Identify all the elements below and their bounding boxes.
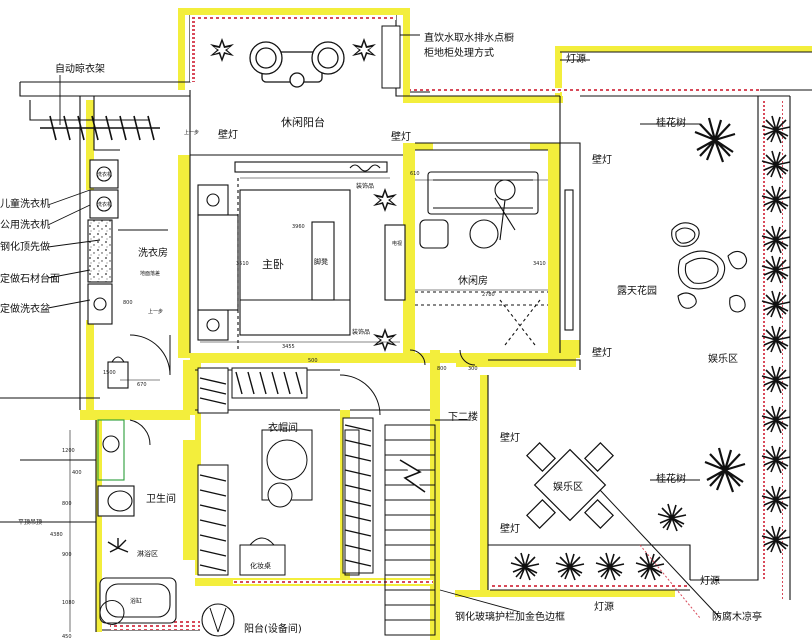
hanger-marks bbox=[199, 371, 372, 572]
label-downstairs: 下二楼 bbox=[448, 410, 478, 423]
callout-wall-lamp-1: 壁灯 bbox=[218, 128, 238, 141]
dim-500: 500 bbox=[308, 358, 318, 364]
label-decor-2: 装饰品 bbox=[352, 328, 370, 336]
outlines bbox=[19, 15, 812, 632]
callout-public-washer: 公用洗衣机 bbox=[0, 218, 50, 231]
wardrobes bbox=[197, 367, 374, 576]
label-lounge-balcony: 休闲阳台 bbox=[281, 115, 325, 129]
balcony-furniture bbox=[249, 41, 345, 88]
garden-rocks bbox=[671, 222, 748, 313]
dim-1200: 1200 bbox=[62, 448, 75, 454]
label-tub: 浴缸 bbox=[130, 597, 142, 605]
dim-1080: 1080 bbox=[62, 600, 75, 606]
dim-670: 670 bbox=[137, 382, 147, 388]
label-tv: 电视 bbox=[392, 240, 402, 247]
dim-3455: 3455 bbox=[282, 344, 295, 350]
dim-800b: 800 bbox=[62, 501, 72, 507]
callout-glass-rail: 钢化玻璃护栏加金色边框 bbox=[455, 610, 565, 623]
dim-400: 400 bbox=[72, 470, 82, 476]
label-decor: 装饰品 bbox=[356, 182, 374, 190]
label-stool: 脚凳 bbox=[314, 257, 328, 266]
staircase bbox=[384, 419, 470, 636]
callout-kids-washer: 儿童洗衣机 bbox=[0, 197, 50, 210]
callout-pavilion: 防腐木凉亭 bbox=[712, 610, 762, 623]
callout-wash-basin: 定做洗衣盆 bbox=[0, 302, 50, 315]
callout-light-top: 灯源 bbox=[566, 52, 586, 65]
plant-icon bbox=[352, 38, 376, 62]
leader-line bbox=[599, 489, 721, 619]
callout-light-bottom-1: 灯源 bbox=[700, 574, 720, 587]
shower-icon bbox=[107, 538, 129, 553]
label-laundry-room: 洗衣房 bbox=[138, 246, 168, 259]
dim-2780: 2780 bbox=[482, 292, 495, 298]
callout-osmanthus-bottom: 桂花树 bbox=[656, 472, 686, 485]
label-master-bedroom: 主卧 bbox=[262, 258, 284, 271]
callout-osmanthus-top: 桂花树 bbox=[656, 116, 686, 129]
label-cloakroom: 衣帽间 bbox=[268, 421, 298, 434]
dim-900: 900 bbox=[62, 552, 72, 558]
callout-water-note-2: 柜地柜处理方式 bbox=[424, 46, 494, 59]
label-washer-2: 洗衣机 bbox=[97, 201, 112, 208]
dim-800: 800 bbox=[437, 366, 447, 372]
dim-3410: 3410 bbox=[533, 261, 546, 267]
water-cabinet bbox=[381, 25, 401, 89]
dimension-lines bbox=[69, 177, 548, 632]
osmanthus-tree-icon bbox=[704, 447, 746, 493]
label-bathroom: 卫生间 bbox=[146, 492, 176, 505]
master-bedroom-furniture bbox=[197, 161, 406, 350]
callout-up-mark-1: 上一步 bbox=[184, 129, 199, 136]
lounge-furniture bbox=[415, 171, 574, 346]
equipment-circle bbox=[201, 603, 235, 637]
plant-icon bbox=[373, 328, 397, 352]
label-lounge-room: 休闲房 bbox=[458, 274, 488, 287]
callout-water-note-1: 直饮水取水排水点橱 bbox=[424, 31, 514, 44]
laundry-furniture bbox=[87, 159, 168, 325]
dim-4380: 4380 bbox=[50, 532, 63, 538]
label-entertainment-zone: 娱乐区 bbox=[708, 352, 738, 365]
entertainment-table bbox=[526, 442, 614, 529]
light-strips bbox=[110, 15, 786, 630]
label-washer: 洗衣机 bbox=[97, 171, 112, 178]
bathroom-fixtures bbox=[97, 356, 177, 624]
leader-lines bbox=[0, 59, 700, 613]
dim-610: 610 bbox=[410, 171, 420, 177]
callout-floor-drain: 地面落差 bbox=[140, 270, 160, 277]
doors bbox=[129, 334, 476, 446]
callout-stone-counter: 定做石材台面 bbox=[0, 272, 60, 285]
dim-3960: 3960 bbox=[292, 224, 305, 230]
callout-flat-ceiling: 平顶吊顶 bbox=[18, 519, 42, 526]
callout-light-bottom-2: 灯源 bbox=[594, 600, 614, 613]
drying-rack-icon bbox=[40, 115, 160, 141]
osmanthus-tree-icon bbox=[694, 117, 736, 163]
label-dresser: 化妆桌 bbox=[250, 561, 271, 570]
label-open-garden: 露天花园 bbox=[617, 284, 657, 297]
callout-wall-lamp-2: 壁灯 bbox=[391, 130, 411, 143]
label-balcony-equipment: 阳台(设备间) bbox=[244, 622, 302, 635]
callout-steel-top: 钢化顶先做 bbox=[0, 240, 50, 253]
callout-wall-lamp-6: 壁灯 bbox=[500, 522, 520, 535]
dim-450: 450 bbox=[62, 634, 72, 640]
label-entertainment-zone-2: 娱乐区 bbox=[553, 480, 583, 493]
dim-3510: 3510 bbox=[236, 261, 249, 267]
callout-auto-rack: 自动晾衣架 bbox=[55, 62, 105, 75]
labels: 主卧 休闲阳台 休闲房 洗衣房 衣帽间 下二楼 卫生间 淋浴区 阳台(设备间) … bbox=[0, 31, 762, 635]
dim-1500: 1500 bbox=[103, 370, 116, 376]
label-shower-area: 淋浴区 bbox=[137, 549, 158, 558]
dim-300: 300 bbox=[468, 366, 478, 372]
callout-wall-lamp-5: 壁灯 bbox=[500, 431, 520, 444]
callout-up-mark-2: 上一步 bbox=[148, 308, 163, 315]
plant-icon bbox=[210, 38, 234, 62]
dimension-labels: 3960 3510 3455 500 610 3410 2780 800 300… bbox=[50, 171, 546, 640]
callout-wall-lamp-3: 壁灯 bbox=[592, 153, 612, 166]
plant-icon bbox=[373, 188, 397, 212]
dim-800c: 800 bbox=[123, 300, 133, 306]
callout-wall-lamp-4: 壁灯 bbox=[592, 346, 612, 359]
